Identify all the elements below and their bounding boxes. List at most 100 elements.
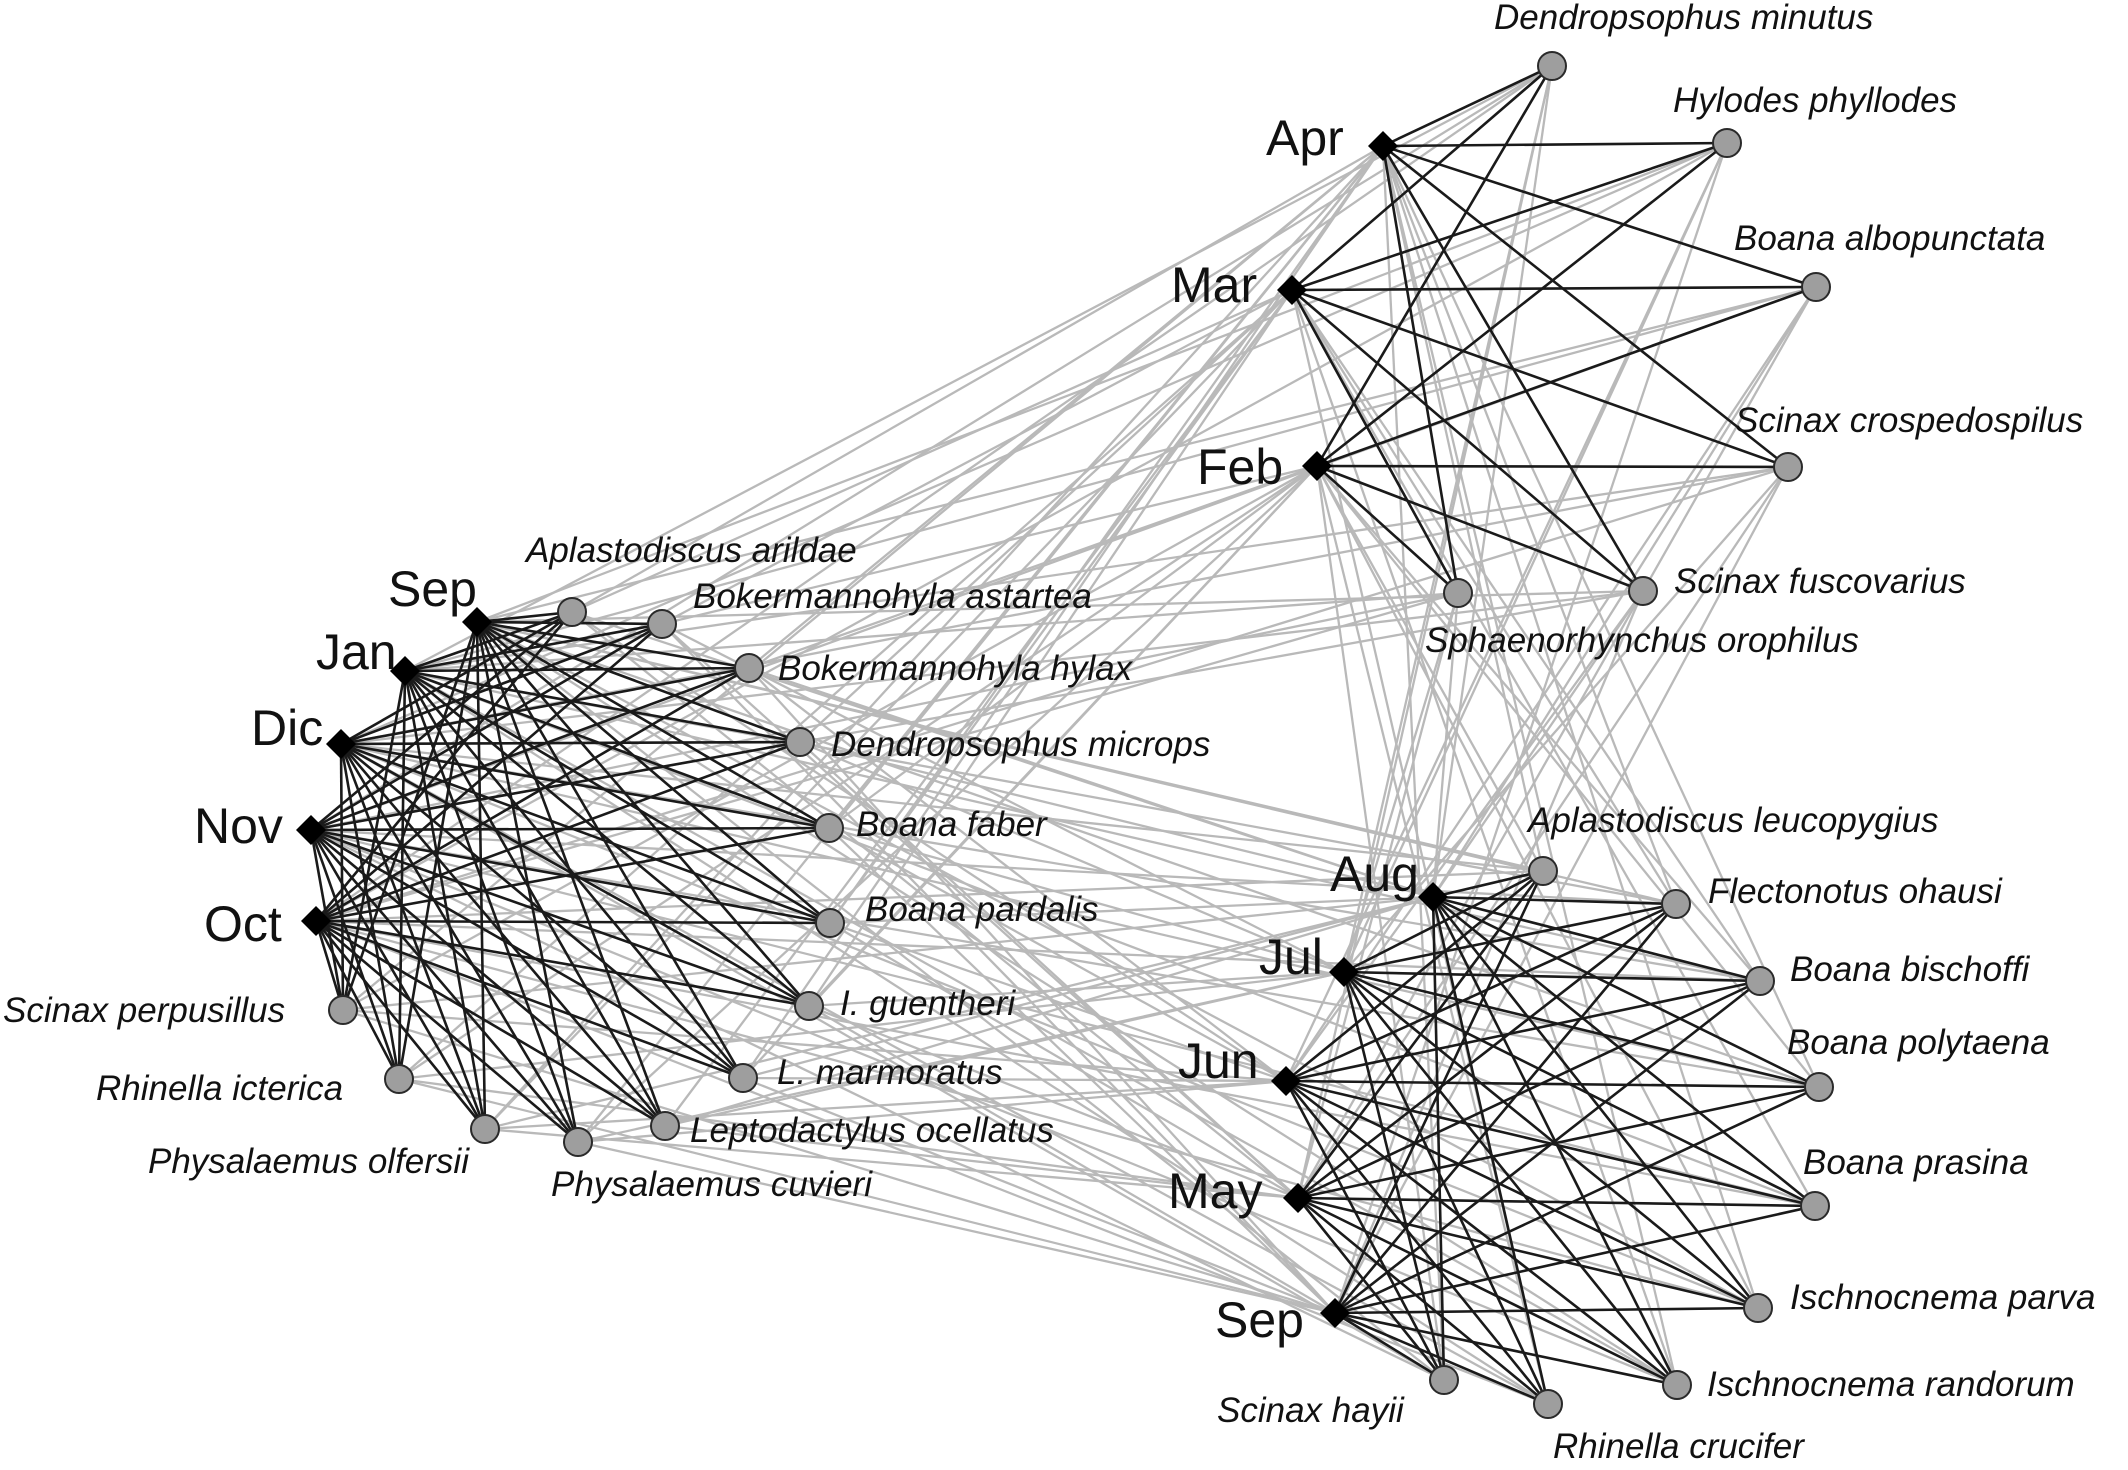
edge-m-sep-c-s-ricterica: [398, 1077, 1336, 1315]
edge-m-oct-s-ricterica: [314, 920, 401, 1080]
edge-m-may-s-bbischoffi: [1297, 979, 1761, 1200]
edge-m-may-s-rcrucifer: [1297, 1196, 1549, 1406]
edge-m-apr-s-aarildae: [571, 145, 1384, 613]
edge-m-jan-s-rcrucifer: [404, 670, 1549, 1405]
species-node-irandorum: [1662, 1370, 1692, 1400]
edge-m-sep-c-s-bpolytaena: [1334, 1085, 1820, 1315]
species-label-aarildae: Aplastodiscus arildae: [524, 531, 857, 570]
edge-m-aug-s-bhylax: [748, 666, 1434, 899]
edge-m-sep-a-s-dmicrops: [476, 620, 801, 744]
species-label-bastartea: Bokermannohyla astartea: [693, 577, 1092, 616]
species-label-scrospedospilus: Scinax crospedospilus: [1735, 401, 2083, 440]
species-label-bpolytaena: Boana polytaena: [1787, 1023, 2050, 1062]
edge-m-oct-s-aarildae: [314, 611, 574, 922]
edge-m-dic-s-bfaber: [340, 742, 830, 830]
edge-m-jan-s-ricterica: [397, 670, 407, 1080]
edge-m-may-s-aleucopygius: [1296, 870, 1545, 1199]
edge-m-sep-c-s-iguentheri: [808, 1005, 1336, 1314]
edge-m-oct-s-bpardalis: [315, 919, 831, 925]
edge-m-jul-s-bprasina: [1343, 970, 1816, 1208]
edge-m-sep-a-s-bpolytaena: [476, 620, 1820, 1089]
edge-m-dic-s-rcrucifer: [340, 742, 1549, 1406]
edge-m-nov-s-iguentheri: [310, 828, 810, 1008]
species-node-balbopunctata: [1801, 272, 1831, 302]
species-node-rcrucifer: [1533, 1389, 1563, 1419]
month-label-feb: Feb: [1197, 439, 1283, 495]
edge-m-sep-a-s-balbopunctata: [476, 285, 1817, 624]
edge-m-aug-s-bpardalis: [829, 895, 1434, 925]
edge-m-sep-c-s-sfuscovarius: [1333, 590, 1645, 1314]
edge-m-feb-s-bastartea: [661, 464, 1318, 626]
species-node-aleucopygius: [1528, 856, 1558, 886]
edge-m-mar-s-bbischoffi: [1291, 289, 1761, 982]
edge-m-jul-s-iguentheri: [808, 970, 1345, 1008]
edge-m-mar-s-fohausi: [1291, 289, 1677, 905]
edge-m-may-s-bpolytaena: [1297, 1085, 1820, 1200]
edge-m-nov-s-lmarmoratus: [310, 828, 744, 1080]
edge-m-dic-s-shayii: [340, 743, 1445, 1381]
edge-m-jun-s-pcuvieri: [577, 1079, 1287, 1144]
species-node-bastartea: [647, 609, 677, 639]
species-node-locellatus: [650, 1111, 680, 1141]
edge-m-nov-s-bpardalis: [310, 828, 831, 925]
edge-m-oct-s-dminutus: [315, 65, 1553, 922]
species-node-hphyllodes: [1712, 128, 1742, 158]
edge-m-jun-s-irandorum: [1285, 1079, 1678, 1387]
edge-m-feb-s-scrospedospilus: [1316, 464, 1789, 469]
edge-m-mar-s-sfuscovarius: [1291, 289, 1644, 592]
edge-m-nov-s-locellatus: [310, 829, 666, 1127]
edge-m-jun-s-polfersii: [484, 1079, 1287, 1131]
edge-m-jan-s-bastartea: [404, 622, 663, 673]
edge-m-jul-s-irandorum: [1342, 971, 1679, 1386]
edge-m-may-s-iguentheri: [808, 1004, 1299, 1200]
species-label-dminutus: Dendropsophus minutus: [1494, 0, 1873, 37]
edge-m-mar-s-dminutus: [1291, 65, 1553, 291]
edge-m-mar-s-sorophilus: [1290, 289, 1460, 594]
edge-m-apr-s-bpolytaena: [1381, 145, 1821, 1088]
month-label-jul: Jul: [1259, 929, 1323, 985]
edge-m-jun-s-bbischoffi: [1285, 979, 1761, 1083]
edge-m-feb-s-sfuscovarius: [1316, 464, 1644, 593]
edge-m-jun-s-bpardalis: [829, 921, 1287, 1083]
edge-m-dic-s-dmicrops: [340, 740, 801, 746]
species-label-pcuvieri: Physalaemus cuvieri: [551, 1165, 873, 1204]
edge-m-jul-s-fohausi: [1343, 902, 1677, 974]
edge-m-jul-s-iparva: [1343, 970, 1759, 1310]
species-node-pcuvieri: [563, 1127, 593, 1157]
species-label-lmarmoratus: L. marmoratus: [777, 1053, 1003, 1092]
month-label-jan: Jan: [316, 624, 397, 680]
edge-m-sep-c-s-bhylax: [748, 667, 1336, 1314]
edge-m-oct-s-bastartea: [315, 623, 663, 922]
edge-m-may-s-bpardalis: [829, 922, 1299, 1199]
month-label-nov: Nov: [194, 798, 283, 854]
edge-m-apr-s-aleucopygius: [1381, 145, 1545, 872]
edge-m-feb-s-bhylax: [748, 464, 1318, 670]
edge-m-jan-s-bpardalis: [404, 669, 831, 925]
edge-m-dic-s-sperpusillus: [339, 743, 345, 1011]
edge-m-jan-s-iguentheri: [404, 669, 810, 1008]
month-label-sep-a: Sep: [388, 561, 477, 617]
edge-m-jun-s-sfuscovarius: [1285, 590, 1644, 1082]
edge-m-may-s-iparva: [1297, 1196, 1759, 1310]
species-label-irandorum: Ischnocnema randorum: [1707, 1365, 2075, 1404]
edge-m-oct-s-rcrucifer: [315, 919, 1549, 1406]
edge-m-jun-s-bfaber: [828, 826, 1287, 1083]
edge-m-nov-s-fohausi: [310, 828, 1677, 906]
edge-m-dic-s-pcuvieri: [339, 743, 580, 1143]
month-label-aug: Aug: [1330, 846, 1419, 902]
edge-m-jun-s-fohausi: [1285, 902, 1677, 1083]
month-label-oct: Oct: [204, 896, 282, 952]
species-label-bbischoffi: Boana bischoffi: [1790, 950, 2031, 989]
edge-m-sep-a-s-sperpusillus: [341, 621, 479, 1011]
month-node-sep-c: [1320, 1298, 1350, 1328]
edge-m-jul-s-bpolytaena: [1343, 970, 1820, 1089]
edge-m-jul-s-aleucopygius: [1343, 869, 1544, 974]
month-label-sep-c: Sep: [1215, 1292, 1304, 1348]
edge-m-mar-s-dmicrops: [799, 289, 1293, 743]
edge-m-aug-s-bprasina: [1432, 895, 1816, 1208]
edge-m-feb-s-sperpusillus: [342, 464, 1318, 1012]
species-node-sorophilus: [1443, 578, 1473, 608]
month-node-nov: [296, 815, 326, 845]
edge-m-may-s-polfersii: [484, 1127, 1299, 1200]
